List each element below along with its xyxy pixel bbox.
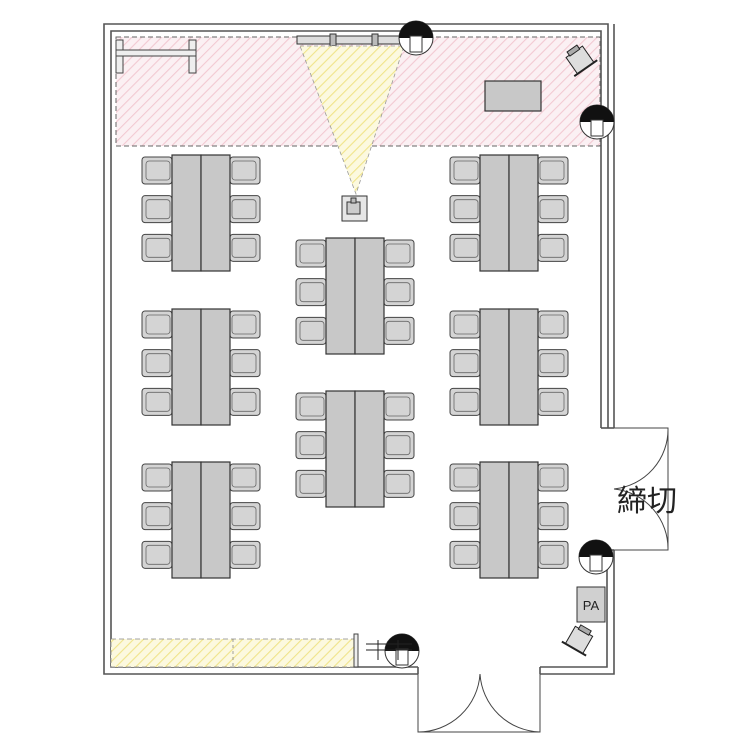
chair <box>141 463 173 492</box>
chair <box>537 540 569 569</box>
side-door[interactable] <box>613 427 669 551</box>
chair <box>229 349 261 378</box>
chair <box>449 156 481 185</box>
table-group <box>295 237 415 355</box>
chair <box>229 233 261 262</box>
table-group <box>141 461 261 579</box>
chair <box>449 349 481 378</box>
stage-bench <box>115 39 197 74</box>
pa-label: PA <box>583 598 600 613</box>
table <box>200 308 231 426</box>
table <box>479 154 510 272</box>
chair <box>449 387 481 416</box>
chair <box>537 156 569 185</box>
table <box>479 308 510 426</box>
bottom-counter <box>110 633 359 668</box>
table-group <box>295 390 415 508</box>
table <box>354 390 385 508</box>
chair <box>229 540 261 569</box>
table-group <box>449 154 569 272</box>
table <box>200 461 231 579</box>
chair <box>383 278 415 307</box>
ceiling-light-icon <box>579 104 615 140</box>
chair <box>229 463 261 492</box>
table-group <box>449 308 569 426</box>
chair <box>449 502 481 531</box>
chair <box>295 278 327 307</box>
chair <box>537 233 569 262</box>
chair <box>141 502 173 531</box>
chair <box>383 469 415 498</box>
chair <box>229 310 261 339</box>
table-group <box>449 461 569 579</box>
table-layout <box>141 154 569 579</box>
chair <box>141 387 173 416</box>
chair <box>295 431 327 460</box>
chair <box>229 156 261 185</box>
ceiling-light-icon <box>398 20 434 56</box>
side-table <box>484 80 542 112</box>
chair <box>295 239 327 268</box>
screen <box>296 33 408 47</box>
chair <box>383 392 415 421</box>
table <box>508 154 539 272</box>
table <box>325 390 356 508</box>
main-door[interactable] <box>417 673 541 733</box>
chair <box>449 463 481 492</box>
chair <box>537 463 569 492</box>
table <box>325 237 356 355</box>
chair <box>449 540 481 569</box>
chair <box>141 349 173 378</box>
chair <box>383 431 415 460</box>
chair <box>537 387 569 416</box>
ceiling-light-icon <box>578 539 614 575</box>
chair <box>449 310 481 339</box>
chair <box>383 239 415 268</box>
chair <box>141 156 173 185</box>
chair <box>229 195 261 224</box>
chair <box>537 310 569 339</box>
chair <box>537 349 569 378</box>
chair <box>449 233 481 262</box>
table-group <box>141 154 261 272</box>
table <box>200 154 231 272</box>
chair <box>141 195 173 224</box>
table <box>508 308 539 426</box>
chair <box>141 540 173 569</box>
projector-icon <box>341 195 368 222</box>
table-group <box>141 308 261 426</box>
projection-beam <box>299 45 405 196</box>
chair <box>537 195 569 224</box>
chair <box>449 195 481 224</box>
door-label: 締切 <box>617 485 677 518</box>
camera-icon <box>561 624 594 657</box>
speaker-icon <box>366 640 412 660</box>
table <box>354 237 385 355</box>
table <box>171 154 202 272</box>
chair <box>295 469 327 498</box>
chair <box>383 316 415 345</box>
ceiling-light-icon <box>384 633 420 669</box>
table <box>171 308 202 426</box>
chair <box>141 310 173 339</box>
table <box>171 461 202 579</box>
chair <box>295 316 327 345</box>
pa-unit: PA <box>576 586 606 623</box>
table <box>479 461 510 579</box>
chair <box>537 502 569 531</box>
chair <box>229 387 261 416</box>
chair <box>229 502 261 531</box>
chair <box>295 392 327 421</box>
chair <box>141 233 173 262</box>
camera-icon <box>565 44 598 78</box>
table <box>508 461 539 579</box>
